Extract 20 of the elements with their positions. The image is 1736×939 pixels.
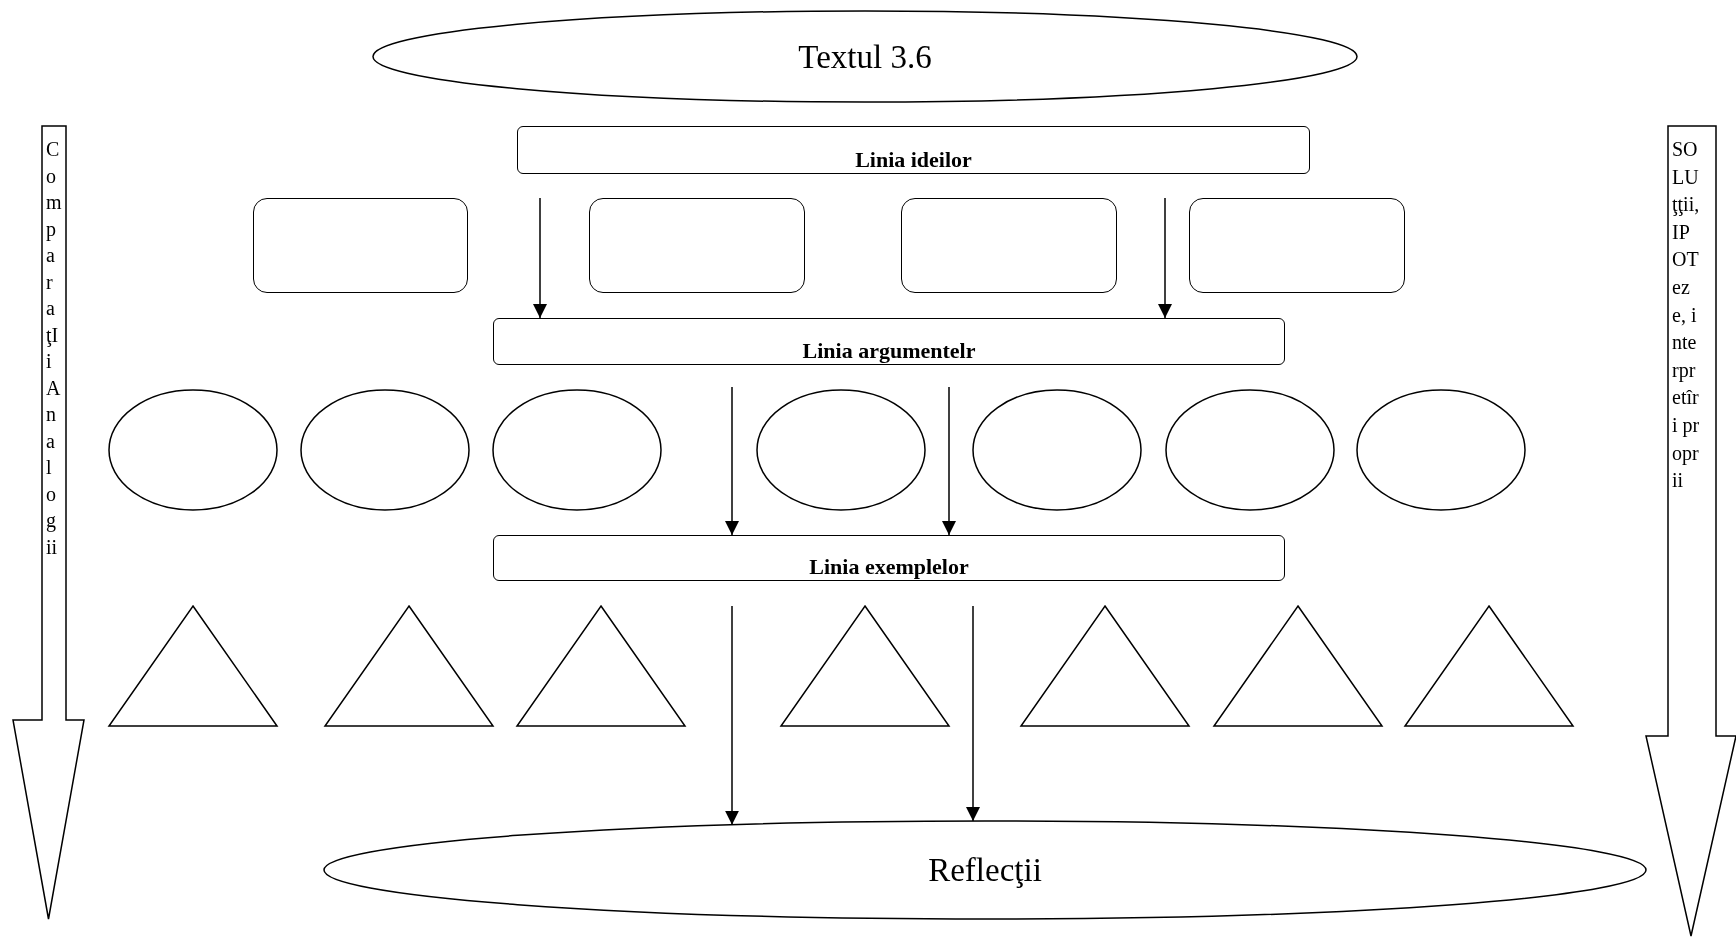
empty-rounded-box [1189,198,1405,293]
arrow [942,386,956,536]
empty-rounded-box [589,198,805,293]
vertical-label: ComparaţIi Analogii [46,137,60,560]
vertical-label: SOLUţţii, IPOTeze, interpretîri proprii [1672,137,1700,494]
heading-label: Linia ideilor [854,147,973,173]
arrow [1158,197,1172,319]
arrow [533,197,547,319]
ellipse-label: Textul 3.6 [797,38,933,75]
heading-bar [493,535,1285,581]
empty-rounded-box [901,198,1117,293]
ellipse-label: Reflecţii [927,851,1043,889]
empty-rounded-box [253,198,468,293]
arrow [725,386,739,536]
heading-label: Linia exemplelor [808,554,970,580]
heading-label: Linia argumentelr [801,338,977,364]
heading-bar [517,126,1310,174]
arrow [966,605,980,822]
arrow [725,605,739,826]
heading-bar [493,318,1285,365]
